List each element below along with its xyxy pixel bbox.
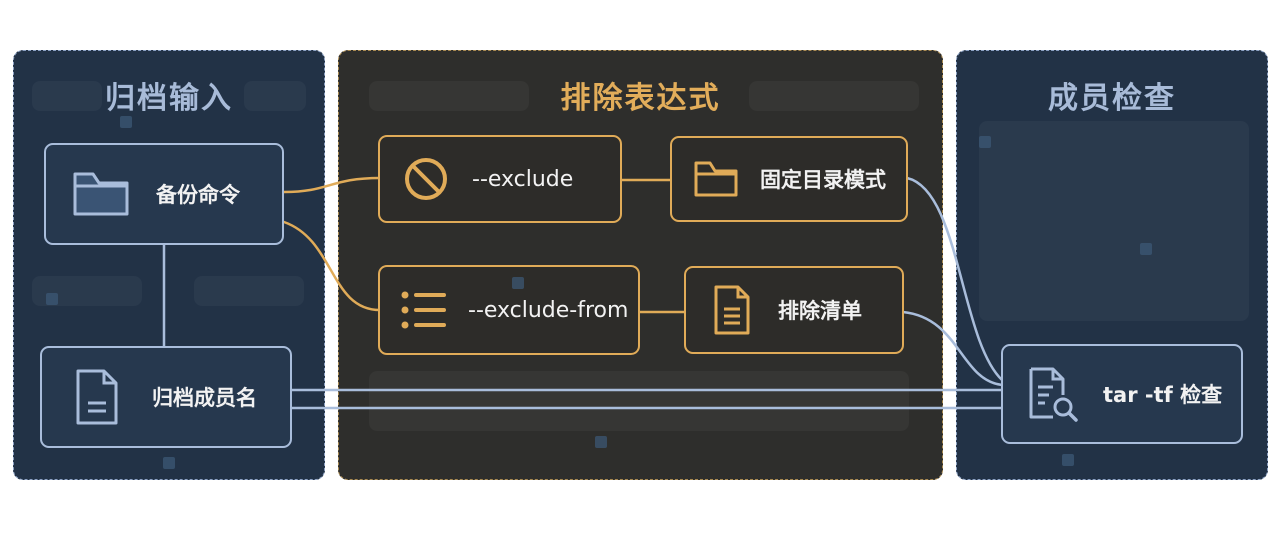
panel-ghost-bar — [749, 81, 919, 111]
panel-ghost-bar — [369, 371, 909, 431]
backup-command-node: 备份命令 — [44, 143, 284, 245]
archive-member-name-node: 归档成员名 — [40, 346, 292, 448]
panel-ghost-bar — [32, 81, 102, 111]
decorative-mark — [120, 116, 132, 128]
list-icon — [380, 289, 468, 331]
fixed-directory-pattern-node: 固定目录模式 — [670, 136, 908, 222]
folder-icon — [672, 160, 760, 198]
exclude-option-label: --exclude — [472, 166, 574, 192]
ban-icon — [380, 155, 472, 203]
folder-icon — [46, 170, 156, 218]
exclude-option-node: --exclude — [378, 135, 622, 223]
decorative-mark — [46, 293, 58, 305]
exclude-expression-title: 排除表达式 — [560, 81, 721, 116]
decorative-mark — [979, 136, 991, 148]
member-check-title: 成员检查 — [1048, 81, 1176, 116]
panel-ghost-bar — [369, 81, 529, 111]
archive-member-name-label: 归档成员名 — [152, 386, 257, 410]
tar-check-node: tar -tf 检查 — [1001, 344, 1243, 444]
exclude-list-label: 排除清单 — [778, 299, 862, 323]
exclude-from-option-label: --exclude-from — [468, 297, 629, 323]
exclude-list-node: 排除清单 — [684, 266, 904, 354]
document-list-icon — [686, 283, 778, 337]
fixed-directory-pattern-label: 固定目录模式 — [760, 168, 886, 192]
document-icon — [42, 367, 152, 427]
backup-command-label: 备份命令 — [156, 183, 240, 207]
decorative-mark — [595, 436, 607, 448]
panel-ghost-bar — [979, 121, 1249, 321]
panel-ghost-bar — [244, 81, 306, 111]
decorative-mark — [1140, 243, 1152, 255]
decorative-mark — [1062, 454, 1074, 466]
exclude-from-option-node: --exclude-from — [378, 265, 640, 355]
tar-check-label: tar -tf 检查 — [1103, 383, 1223, 407]
decorative-mark — [512, 277, 524, 289]
archive-input-title: 归档输入 — [105, 81, 233, 116]
decorative-mark — [163, 457, 175, 469]
panel-ghost-bar — [194, 276, 304, 306]
document-search-icon — [1003, 365, 1103, 423]
